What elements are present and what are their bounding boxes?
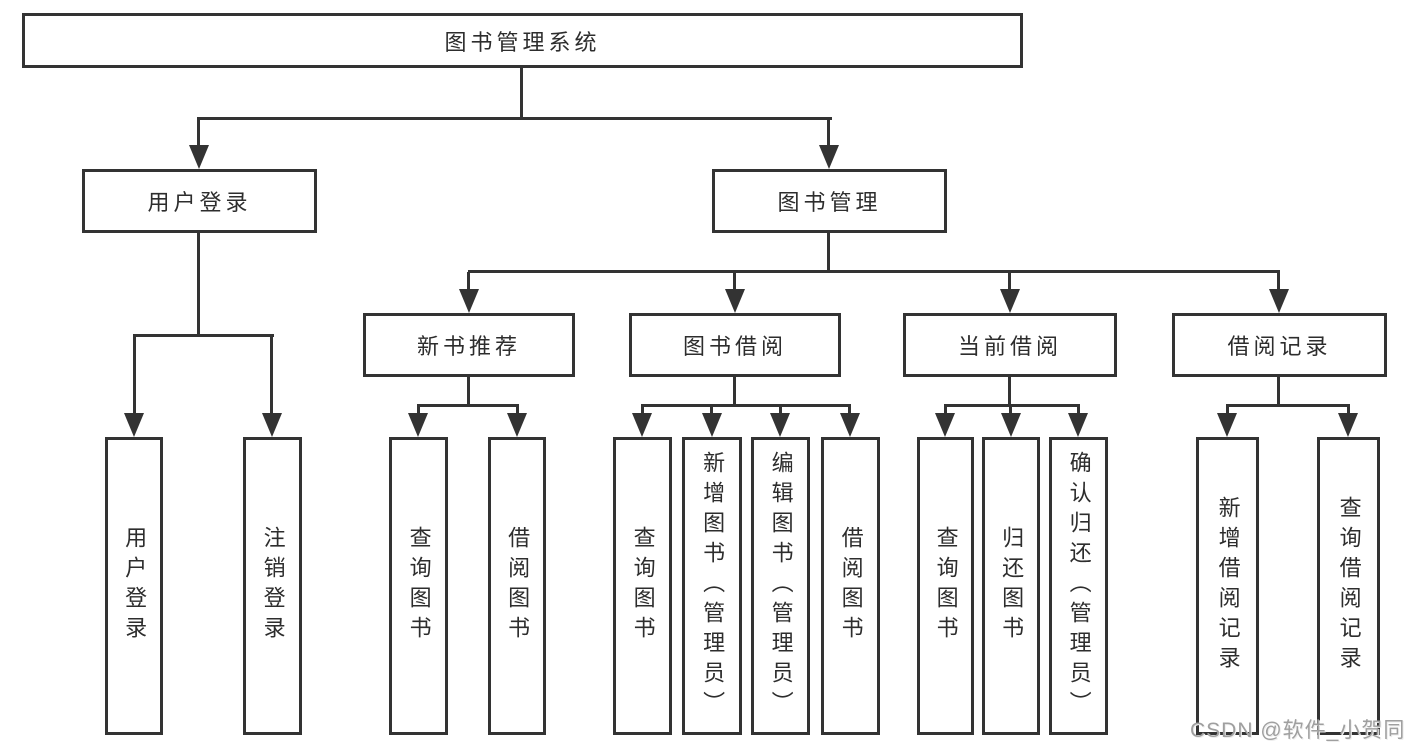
csdn-watermark: CSDN @软件_小贺同学 <box>1190 719 1405 742</box>
leaf-add-book-admin: 新增图书（管理员） <box>682 437 742 735</box>
connector-line <box>944 404 1080 407</box>
connector-line <box>197 119 200 148</box>
leaf-confirm-return-admin: 确认归还（管理员） <box>1049 437 1108 735</box>
connector-line <box>944 406 947 415</box>
leaf-return-book: 归还图书 <box>982 437 1040 735</box>
node-current-borrow-label: 当前借阅 <box>957 334 1062 359</box>
connector-line <box>848 406 851 415</box>
leaf-add-borrow-record-label: 新增借阅记录 <box>1215 496 1241 676</box>
node-user-login-label: 用户登录 <box>147 190 252 215</box>
leaf-recommend-borrow-book-label: 借阅图书 <box>505 526 531 646</box>
arrow-down-icon <box>408 413 428 437</box>
arrow-down-icon <box>1269 289 1289 313</box>
node-new-book-recommend: 新书推荐 <box>363 313 575 377</box>
leaf-query-borrow-record-label: 查询借阅记录 <box>1336 496 1362 676</box>
connector-line <box>133 336 136 415</box>
arrow-down-icon <box>725 289 745 313</box>
connector-line <box>779 406 782 415</box>
node-user-login: 用户登录 <box>82 169 317 233</box>
leaf-user-login: 用户登录 <box>105 437 163 735</box>
connector-line <box>520 68 523 119</box>
leaf-current-query-book-label: 查询图书 <box>933 526 959 646</box>
leaf-add-borrow-record: 新增借阅记录 <box>1196 437 1259 735</box>
connector-line <box>827 233 830 272</box>
leaf-recommend-query-book: 查询图书 <box>389 437 448 735</box>
arrow-down-icon <box>1217 413 1237 437</box>
arrow-down-icon <box>507 413 527 437</box>
connector-line <box>467 272 470 291</box>
connector-line <box>733 377 736 406</box>
node-book-management: 图书管理 <box>712 169 947 233</box>
leaf-current-query-book: 查询图书 <box>917 437 974 735</box>
connector-line <box>1226 406 1229 415</box>
leaf-borrow-query-book-label: 查询图书 <box>630 526 656 646</box>
leaf-borrow-book-label: 借阅图书 <box>838 526 864 646</box>
leaf-logout: 注销登录 <box>243 437 302 735</box>
leaf-edit-book-admin-label: 编辑图书（管理员） <box>768 451 794 721</box>
leaf-confirm-return-admin-label: 确认归还（管理员） <box>1066 451 1092 721</box>
connector-line <box>516 406 519 415</box>
connector-line <box>133 334 274 337</box>
arrow-down-icon <box>1338 413 1358 437</box>
node-book-borrow-label: 图书借阅 <box>682 334 787 359</box>
node-root-label: 图书管理系统 <box>444 29 601 55</box>
connector-line <box>1008 272 1011 291</box>
connector-line <box>467 377 470 406</box>
arrow-down-icon <box>459 289 479 313</box>
arrow-down-icon <box>1001 413 1021 437</box>
connector-line <box>641 406 644 415</box>
node-new-book-recommend-label: 新书推荐 <box>416 334 521 359</box>
arrow-down-icon <box>1068 413 1088 437</box>
leaf-add-book-admin-label: 新增图书（管理员） <box>700 451 726 721</box>
arrow-down-icon <box>840 413 860 437</box>
node-current-borrow: 当前借阅 <box>903 313 1117 377</box>
connector-line <box>197 117 832 120</box>
connector-line <box>417 406 420 415</box>
leaf-recommend-query-book-label: 查询图书 <box>406 526 432 646</box>
connector-line <box>417 404 519 407</box>
node-book-borrow: 图书借阅 <box>629 313 841 377</box>
connector-line <box>733 272 736 291</box>
leaf-user-login-label: 用户登录 <box>122 526 148 646</box>
arrow-down-icon <box>819 145 839 169</box>
leaf-query-borrow-record: 查询借阅记录 <box>1317 437 1380 735</box>
node-root: 图书管理系统 <box>22 13 1023 68</box>
connector-line <box>1008 377 1011 406</box>
connector-line <box>710 406 713 415</box>
connector-line <box>1347 406 1350 415</box>
connector-line <box>1077 406 1080 415</box>
connector-line <box>1226 404 1350 407</box>
arrow-down-icon <box>702 413 722 437</box>
arrow-down-icon <box>632 413 652 437</box>
arrow-down-icon <box>124 413 144 437</box>
leaf-return-book-label: 归还图书 <box>999 526 1025 646</box>
leaf-recommend-borrow-book: 借阅图书 <box>488 437 546 735</box>
leaf-borrow-query-book: 查询图书 <box>613 437 672 735</box>
arrow-down-icon <box>935 413 955 437</box>
leaf-logout-label: 注销登录 <box>260 526 286 646</box>
node-borrow-record-label: 借阅记录 <box>1227 334 1332 359</box>
connector-line <box>468 270 1280 273</box>
node-book-management-label: 图书管理 <box>777 190 882 215</box>
connector-line <box>197 233 200 336</box>
arrow-down-icon <box>1000 289 1020 313</box>
connector-line <box>641 404 851 407</box>
connector-line <box>827 119 830 148</box>
node-borrow-record: 借阅记录 <box>1172 313 1387 377</box>
connector-line <box>1277 272 1280 291</box>
connector-line <box>1277 377 1280 406</box>
arrow-down-icon <box>189 145 209 169</box>
connector-line <box>270 336 273 415</box>
connector-line <box>1009 406 1012 415</box>
arrow-down-icon <box>770 413 790 437</box>
leaf-edit-book-admin: 编辑图书（管理员） <box>751 437 810 735</box>
leaf-borrow-book: 借阅图书 <box>821 437 880 735</box>
arrow-down-icon <box>262 413 282 437</box>
